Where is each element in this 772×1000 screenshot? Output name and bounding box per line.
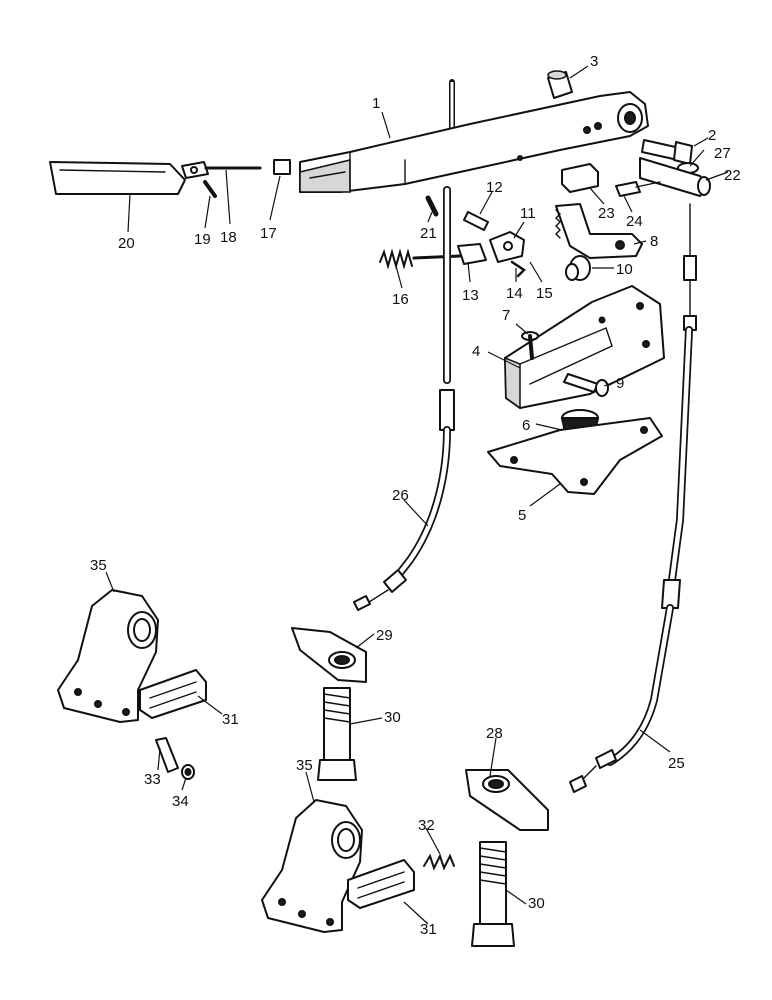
callout-33: 33 bbox=[144, 771, 161, 788]
part-20-handle-cover bbox=[49, 161, 186, 195]
callout-2: 2 bbox=[708, 127, 716, 144]
callout-21: 21 bbox=[420, 225, 437, 242]
callout-27: 27 bbox=[714, 145, 731, 162]
part-35-yoke-lower bbox=[261, 799, 363, 933]
part-17-sleeve bbox=[273, 159, 291, 175]
part-4-mounting-bracket bbox=[504, 285, 665, 410]
part-24-bolt bbox=[615, 181, 661, 197]
callout-3: 3 bbox=[590, 53, 598, 70]
part-25-brake-cable bbox=[569, 203, 697, 793]
callout-7: 7 bbox=[502, 307, 510, 324]
part-28-clamp bbox=[465, 769, 549, 831]
callout-34: 34 bbox=[172, 793, 189, 810]
callout-11: 11 bbox=[520, 205, 536, 222]
callout-9: 9 bbox=[616, 375, 624, 392]
part-32-spring bbox=[423, 853, 455, 871]
part-3-pin bbox=[547, 70, 573, 99]
part-31-clevis-upper bbox=[139, 669, 207, 719]
callout-18: 18 bbox=[220, 229, 237, 246]
callout-17: 17 bbox=[260, 225, 277, 242]
callout-31-upper: 31 bbox=[222, 711, 239, 728]
part-26-brake-cable bbox=[353, 186, 455, 611]
part-16-spring bbox=[379, 248, 413, 270]
part-34-nut bbox=[181, 764, 195, 780]
callout-30-lower: 30 bbox=[528, 895, 545, 912]
callout-23: 23 bbox=[598, 205, 615, 222]
part-11-clip bbox=[489, 231, 525, 263]
part-21-pin bbox=[425, 195, 439, 217]
callout-4: 4 bbox=[472, 343, 480, 360]
callout-28: 28 bbox=[486, 725, 503, 742]
callout-6: 6 bbox=[522, 417, 530, 434]
callout-24: 24 bbox=[626, 213, 643, 230]
callout-12: 12 bbox=[486, 179, 503, 196]
callout-25: 25 bbox=[668, 755, 685, 772]
callout-16: 16 bbox=[392, 291, 409, 308]
part-2-bolt bbox=[641, 139, 693, 165]
callout-5: 5 bbox=[518, 507, 526, 524]
part-35-yoke-upper bbox=[57, 589, 159, 723]
part-14-spring-clip bbox=[510, 260, 526, 278]
callout-30-upper: 30 bbox=[384, 709, 401, 726]
callout-19: 19 bbox=[194, 231, 211, 248]
part-18-rod bbox=[181, 161, 262, 179]
callout-13: 13 bbox=[462, 287, 479, 304]
leader-lines bbox=[105, 65, 729, 925]
part-9-bolt bbox=[563, 373, 609, 397]
part-31-clevis-lower bbox=[347, 859, 415, 909]
callout-22: 22 bbox=[724, 167, 741, 184]
callout-29: 29 bbox=[376, 627, 393, 644]
callout-14: 14 bbox=[506, 285, 523, 302]
part-22-grip bbox=[639, 157, 711, 197]
part-33-pin bbox=[155, 737, 179, 773]
callout-31-lower: 31 bbox=[420, 921, 437, 938]
part-29-clamp bbox=[291, 627, 367, 683]
callout-10: 10 bbox=[616, 261, 633, 278]
part-7-bolt bbox=[521, 331, 539, 360]
callout-35-upper: 35 bbox=[90, 557, 107, 574]
part-12-pin bbox=[463, 211, 489, 231]
callout-labels: 1 2 3 4 5 6 7 8 9 10 11 12 13 14 15 16 1… bbox=[90, 53, 741, 938]
part-10-roller bbox=[565, 255, 591, 281]
part-19-pin bbox=[203, 180, 217, 198]
callout-1: 1 bbox=[372, 95, 380, 112]
callout-20: 20 bbox=[118, 235, 135, 252]
callout-35-lower: 35 bbox=[296, 757, 313, 774]
callout-15: 15 bbox=[536, 285, 553, 302]
part-23-block bbox=[561, 163, 599, 193]
part-5-base-plate bbox=[487, 417, 663, 495]
part-30-bolt-upper bbox=[317, 687, 357, 781]
part-8-ratchet-pawl bbox=[555, 203, 643, 259]
part-30-bolt-lower bbox=[471, 841, 515, 947]
callout-32: 32 bbox=[418, 817, 435, 834]
part-13-clevis bbox=[412, 243, 487, 265]
part-1-lever-arm bbox=[299, 91, 649, 193]
callout-8: 8 bbox=[650, 233, 658, 250]
callout-26: 26 bbox=[392, 487, 409, 504]
